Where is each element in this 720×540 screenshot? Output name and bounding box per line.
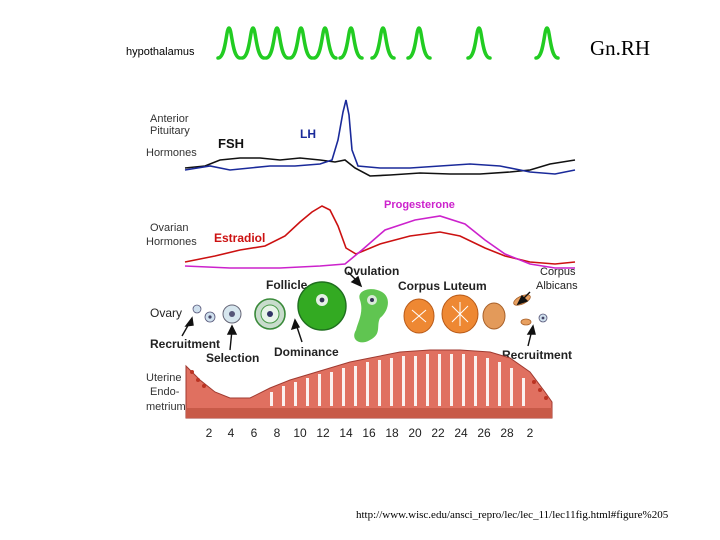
source-url: http://www.wisc.edu/ansci_repro/lec/lec_… (356, 509, 669, 521)
day-label: 26 (477, 426, 491, 440)
ovarian-label-1: Ovarian (150, 222, 189, 234)
corpus-luteum-2 (441, 294, 479, 334)
pituitary-label-2: Pituitary (150, 125, 190, 137)
corpus-albicans-label-1: Corpus (540, 266, 576, 278)
endometrium-label-3: metrium (146, 401, 186, 413)
progesterone-curve (184, 215, 575, 269)
corpus-albicans-label-2: Albicans (536, 280, 578, 292)
progesterone-label: Progesterone (384, 199, 455, 211)
gnrh-label: Gn.RH (590, 36, 651, 60)
dominance-label: Dominance (274, 345, 339, 359)
day-label: 10 (293, 426, 307, 440)
estradiol-curve (184, 205, 576, 265)
pituitary-label-1: Anterior (150, 113, 189, 125)
corpus-luteum-1 (403, 298, 435, 334)
day-label: 2 (527, 426, 534, 440)
lh-label: LH (300, 127, 316, 141)
hypothalamus-label: hypothalamus (126, 46, 195, 58)
ovarian-label-2: Hormones (146, 236, 197, 248)
day-label: 22 (431, 426, 445, 440)
ovulation-label: Ovulation (344, 264, 399, 278)
corpus-albicans (513, 294, 548, 326)
lh-curve (184, 99, 576, 175)
day-axis: 2 4 6 8 10 12 14 16 18 20 22 24 26 28 2 (206, 426, 534, 440)
day-label: 12 (316, 426, 330, 440)
endometrium-layer (185, 349, 553, 419)
fsh-label: FSH (218, 136, 244, 151)
corpus-luteum-regressing (482, 302, 506, 330)
follicle-small-1 (192, 304, 216, 323)
selection-label: Selection (206, 351, 259, 365)
corpus-luteum-label: Corpus Luteum (398, 279, 487, 293)
follicle-secondary (254, 298, 286, 330)
day-label: 6 (251, 426, 258, 440)
day-label: 4 (228, 426, 235, 440)
follicle-label: Follicle (266, 278, 308, 292)
follicle-dominant (297, 281, 347, 331)
follicle-early (222, 304, 242, 324)
gnrh-pulses (216, 26, 560, 60)
day-label: 16 (362, 426, 376, 440)
day-label: 18 (385, 426, 399, 440)
pituitary-label-3: Hormones (146, 147, 197, 159)
recruitment-left-label: Recruitment (150, 337, 220, 351)
recruitment-right-label: Recruitment (502, 348, 572, 362)
fsh-curve (184, 157, 576, 177)
day-label: 24 (454, 426, 468, 440)
day-label: 20 (408, 426, 422, 440)
day-label: 14 (339, 426, 353, 440)
day-label: 28 (500, 426, 514, 440)
annotation-arrows (181, 271, 536, 351)
ovulating-follicle (354, 289, 388, 343)
ovary-label: Ovary (150, 306, 182, 320)
day-label: 8 (274, 426, 281, 440)
estradiol-label: Estradiol (214, 231, 265, 245)
day-label: 2 (206, 426, 213, 440)
endometrium-label-2: Endo- (150, 386, 180, 398)
endometrium-label-1: Uterine (146, 372, 181, 384)
